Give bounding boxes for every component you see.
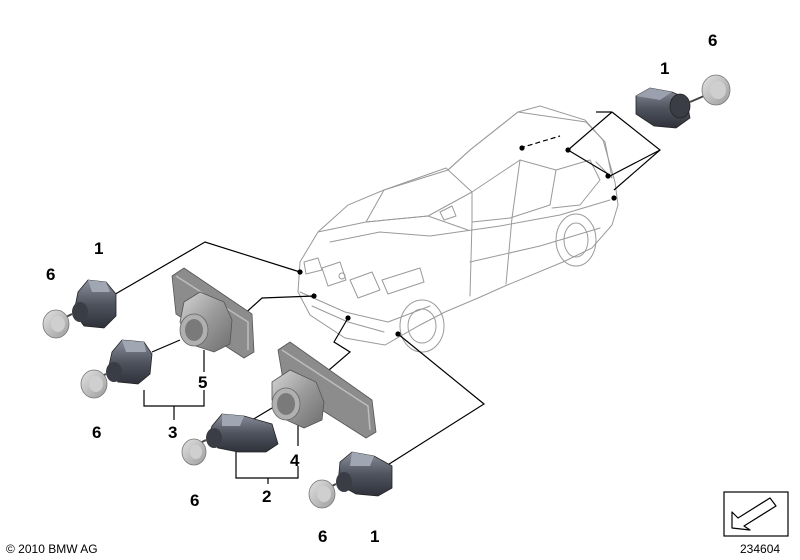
pdc-sensor-middle bbox=[197, 413, 279, 453]
callout-6-bottom: 6 bbox=[318, 527, 327, 546]
pdc-sensor-left bbox=[63, 279, 117, 329]
sensor-cap-mid bbox=[181, 438, 207, 466]
sensor-cap-left-mid bbox=[80, 369, 108, 399]
sensor-bracket-5 bbox=[171, 267, 255, 359]
callout-6-top: 6 bbox=[708, 31, 717, 50]
callout-6-left-mid: 6 bbox=[92, 423, 101, 442]
car-outline bbox=[297, 105, 619, 353]
pdc-sensor-top bbox=[635, 87, 705, 129]
pdc-sensor-bottom bbox=[327, 451, 393, 497]
catalog-arrow-icon bbox=[723, 491, 789, 537]
sensor-cap-top bbox=[701, 74, 731, 106]
sensor-cap-bottom bbox=[308, 479, 336, 509]
callout-6-left-top: 6 bbox=[46, 265, 55, 284]
sensor-bracket-4 bbox=[271, 341, 377, 439]
callout-6-mid: 6 bbox=[190, 491, 199, 510]
leader-dots bbox=[297, 145, 617, 337]
callout-1-left: 1 bbox=[94, 239, 103, 258]
callout-2: 2 bbox=[262, 487, 271, 506]
callout-4: 4 bbox=[290, 451, 300, 470]
pdc-sensor-middle-left bbox=[97, 339, 153, 385]
callout-3: 3 bbox=[168, 423, 177, 442]
copyright-text: © 2010 BMW AG bbox=[6, 542, 98, 556]
callout-5: 5 bbox=[198, 373, 207, 392]
callout-1-bottom: 1 bbox=[370, 527, 379, 546]
sensor-cap-left-top bbox=[42, 309, 70, 339]
diagram-number: 234604 bbox=[740, 542, 780, 556]
callout-1-top: 1 bbox=[660, 59, 669, 78]
